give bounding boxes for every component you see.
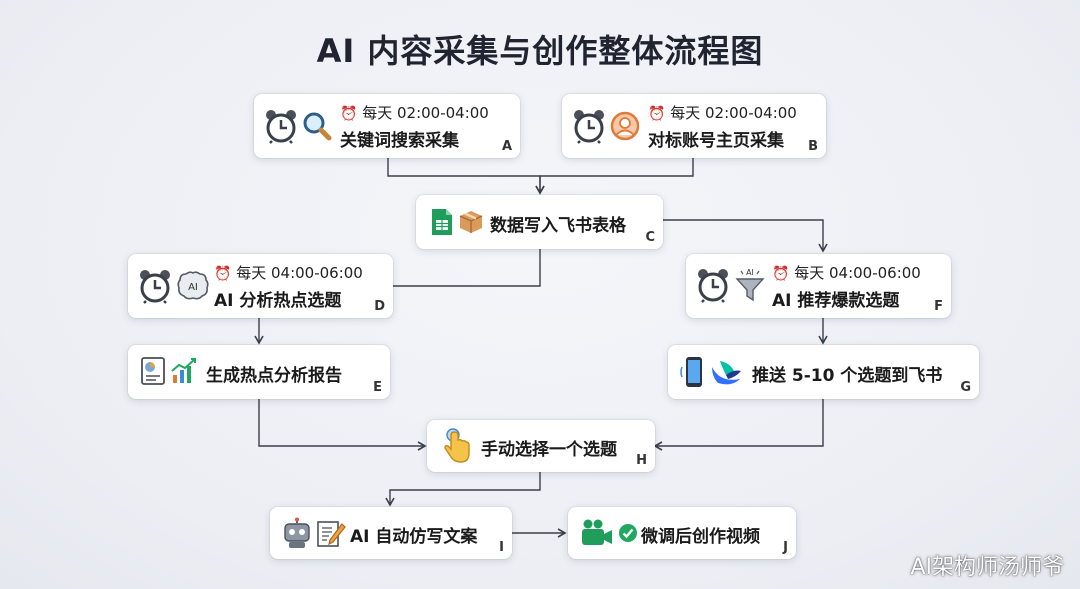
node-letter: H — [636, 453, 647, 468]
alarm-emoji-icon: ⏰ — [772, 266, 790, 282]
node-letter: I — [499, 540, 504, 555]
schedule-text: 每天 04:00-06:00 — [794, 264, 921, 282]
node-manual-select[interactable]: 手动选择一个选题 H — [427, 420, 655, 472]
report-icon — [141, 357, 165, 385]
node-label: 推送 5-10 个选题到飞书 — [752, 366, 943, 386]
node-write-feishu[interactable]: 数据写入飞书表格 C — [416, 195, 663, 249]
node-label: 关键词搜索采集 — [340, 131, 459, 151]
spreadsheet-icon — [432, 209, 452, 235]
node-ai-hot-topics[interactable]: AI ⏰ 每天 04:00-06:00 AI 分析热点选题 D — [128, 254, 393, 318]
robot-icon — [284, 517, 310, 548]
diagram-title: AI 内容采集与创作整体流程图 — [316, 32, 764, 70]
video-camera-icon — [582, 519, 612, 545]
edge-a-c — [387, 158, 545, 195]
node-letter: E — [373, 380, 382, 395]
node-letter: D — [374, 299, 385, 314]
alarm-emoji-icon: ⏰ — [214, 266, 232, 282]
node-ai-viral-topics[interactable]: AI ⏰ 每天 04:00-06:00 AI 推荐爆款选题 F — [686, 254, 951, 318]
bar-chart-icon — [171, 358, 196, 383]
edge-e-h — [258, 399, 427, 451]
ai-brain-icon: AI — [177, 271, 209, 300]
writing-icon — [317, 521, 346, 547]
edge-c-f — [663, 219, 828, 253]
check-icon — [619, 524, 637, 542]
schedule-text: 每天 04:00-06:00 — [236, 264, 363, 282]
feishu-logo-icon — [712, 361, 741, 385]
node-label: AI 自动仿写文案 — [350, 527, 478, 547]
alarm-emoji-icon: ⏰ — [340, 106, 358, 122]
edge-c-d — [351, 249, 541, 291]
alarm-clock-icon — [698, 269, 728, 303]
alarm-emoji-icon: ⏰ — [648, 106, 666, 122]
svg-text:AI: AI — [188, 282, 198, 293]
edge-b-c — [535, 158, 694, 195]
node-label: 手动选择一个选题 — [481, 440, 617, 460]
node-ai-copywriting[interactable]: AI 自动仿写文案 I — [270, 507, 512, 559]
alarm-clock-icon — [266, 110, 296, 144]
node-label: AI 推荐爆款选题 — [772, 291, 900, 311]
alarm-clock-icon — [574, 110, 604, 144]
package-icon — [459, 211, 483, 233]
node-letter: A — [501, 139, 512, 154]
edge-g-h — [653, 399, 824, 451]
node-label: 微调后创作视频 — [641, 527, 760, 547]
magnifier-icon — [303, 112, 332, 141]
node-letter: J — [783, 540, 788, 555]
phone-icon — [680, 357, 702, 387]
node-letter: C — [645, 230, 655, 245]
pointing-hand-icon — [444, 428, 470, 463]
schedule-text: 每天 02:00-04:00 — [670, 104, 797, 122]
svg-text:AI: AI — [746, 268, 754, 277]
node-label: AI 分析热点选题 — [214, 291, 342, 311]
edge-h-i — [385, 472, 541, 507]
node-create-video[interactable]: 微调后创作视频 J — [568, 507, 796, 559]
node-letter: B — [808, 139, 818, 154]
node-label: 数据写入飞书表格 — [490, 216, 626, 236]
alarm-clock-icon — [140, 270, 170, 304]
node-keyword-search[interactable]: ⏰ 每天 02:00-04:00 关键词搜索采集 A — [254, 94, 520, 158]
watermark: AI架构师汤师爷 — [910, 555, 1064, 580]
node-label: 生成热点分析报告 — [206, 366, 342, 386]
ai-funnel-icon: AI — [735, 268, 765, 302]
node-account-homepage[interactable]: ⏰ 每天 02:00-04:00 对标账号主页采集 B — [562, 94, 826, 158]
node-letter: F — [934, 299, 943, 314]
node-label: 对标账号主页采集 — [648, 131, 784, 151]
user-avatar-icon — [610, 111, 640, 141]
node-letter: G — [960, 380, 971, 395]
node-push-feishu[interactable]: 推送 5-10 个选题到飞书 G — [668, 345, 979, 399]
schedule-text: 每天 02:00-04:00 — [362, 104, 489, 122]
node-hot-report[interactable]: 生成热点分析报告 E — [128, 345, 390, 399]
